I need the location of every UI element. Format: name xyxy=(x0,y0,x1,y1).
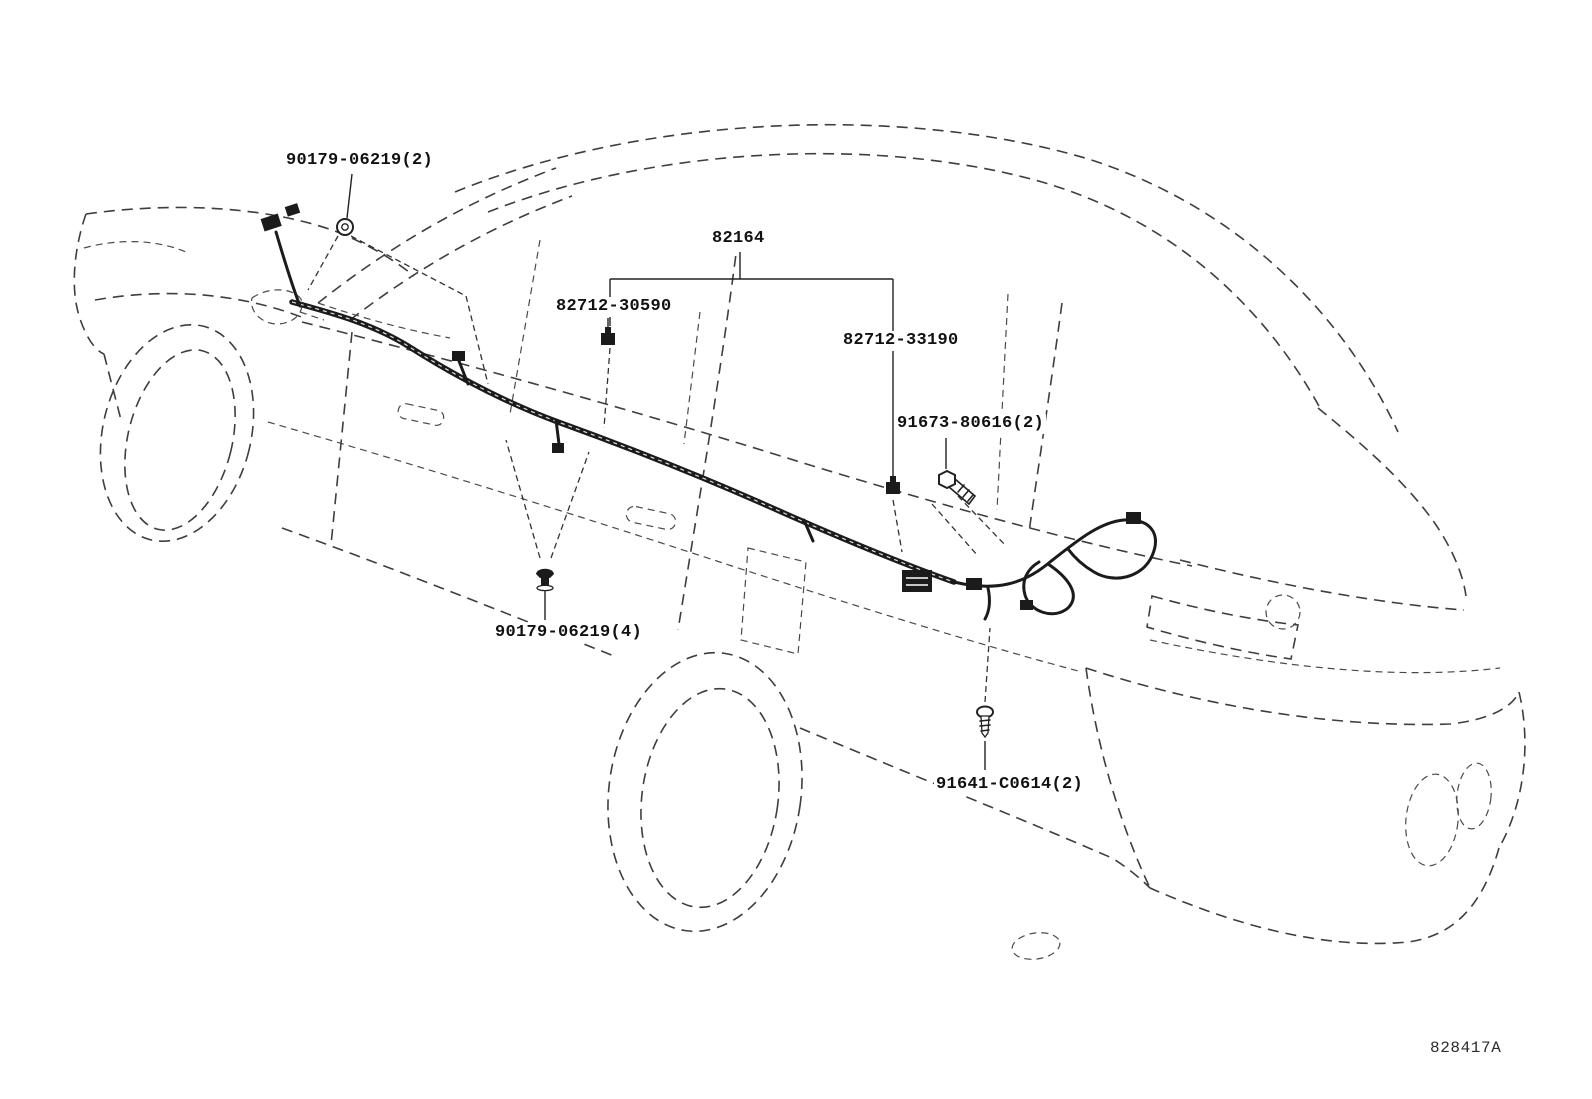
wire-clamp-icon xyxy=(886,476,900,494)
push-clip-icon xyxy=(536,568,554,592)
harness-connector xyxy=(452,351,465,361)
harness-connector xyxy=(1020,600,1033,610)
emblem-icon xyxy=(1265,594,1301,630)
exhaust-tip-icon xyxy=(1011,932,1061,960)
part-label-screw: 91673-80616(2) xyxy=(895,414,1047,434)
harness-connector xyxy=(966,578,982,590)
harness-connector xyxy=(284,203,301,217)
part-label-clamp-front: 82712-30590 xyxy=(554,297,674,317)
floor-wire-harness xyxy=(260,203,1157,621)
grommet-icon xyxy=(336,218,354,236)
car-outline xyxy=(73,123,1526,960)
part-label-grommet: 90179-06219(2) xyxy=(284,151,436,171)
part-label-push-clip: 90179-06219(4) xyxy=(493,623,645,643)
harness-connector xyxy=(1126,512,1141,524)
part-label-harness: 82164 xyxy=(710,229,767,249)
screw-icon xyxy=(938,469,976,505)
harness-connector xyxy=(260,213,282,232)
rear-door-handle-icon xyxy=(625,505,677,531)
part-label-screw-vertical: 91641-C0614(2) xyxy=(934,775,1086,795)
drawing-number: 828417A xyxy=(1430,1039,1502,1057)
harness-connector xyxy=(552,443,564,453)
part-label-clamp-rear: 82712-33190 xyxy=(841,331,961,351)
callout-lines xyxy=(307,173,1007,770)
wire-clamp-icon xyxy=(601,327,615,345)
screw-vertical-icon xyxy=(976,705,994,739)
harness-connector xyxy=(902,570,932,592)
side-mirror-icon xyxy=(250,289,303,325)
front-door-handle-icon xyxy=(397,403,445,426)
